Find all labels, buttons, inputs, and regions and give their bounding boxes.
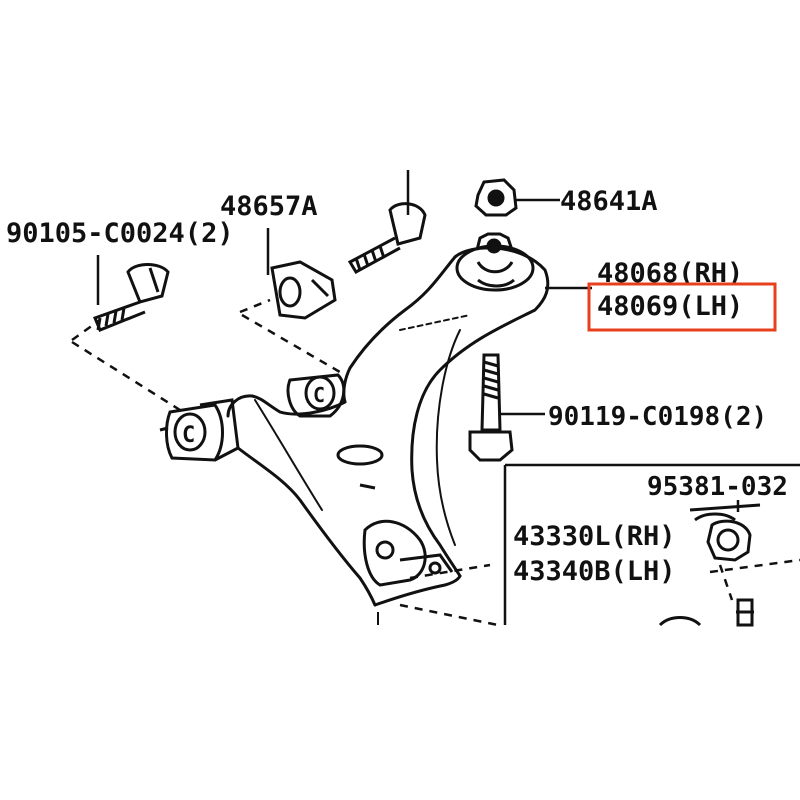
ball-joint-box xyxy=(503,463,800,625)
bolt-upper-center xyxy=(347,202,427,275)
bolt-90119 xyxy=(468,353,514,462)
ball-joint-mount xyxy=(362,519,454,587)
arm-front-bushing-left: C xyxy=(159,398,240,462)
dashed-reference-lines xyxy=(71,298,800,627)
arm-holes xyxy=(336,444,384,490)
label-43330L-RH: 43330L(RH) xyxy=(513,521,676,552)
label-95381-032: 95381-032 xyxy=(647,472,788,502)
label-48069-LH: 48069(LH) xyxy=(597,291,743,322)
bracket-48657A xyxy=(270,260,337,320)
arm-front-bushing-right: C xyxy=(286,373,346,418)
leader-lines xyxy=(96,170,740,512)
lower-control-arm xyxy=(226,246,550,607)
label-90119-C0198: 90119-C0198(2) xyxy=(548,402,767,432)
label-90105-C0024: 90105-C0024(2) xyxy=(6,218,234,249)
label-48657A: 48657A xyxy=(220,191,318,222)
svg-text:C: C xyxy=(313,383,325,407)
ball-joint-parts xyxy=(658,503,761,627)
arm-rear-bushing xyxy=(455,232,535,292)
bolt-90105 xyxy=(93,263,170,332)
svg-text:C: C xyxy=(182,423,195,448)
highlight-box-48069 xyxy=(587,282,777,332)
label-43340B-LH: 43340B(LH) xyxy=(513,556,676,587)
label-48641A: 48641A xyxy=(560,186,658,217)
nut-48641A xyxy=(474,178,518,217)
